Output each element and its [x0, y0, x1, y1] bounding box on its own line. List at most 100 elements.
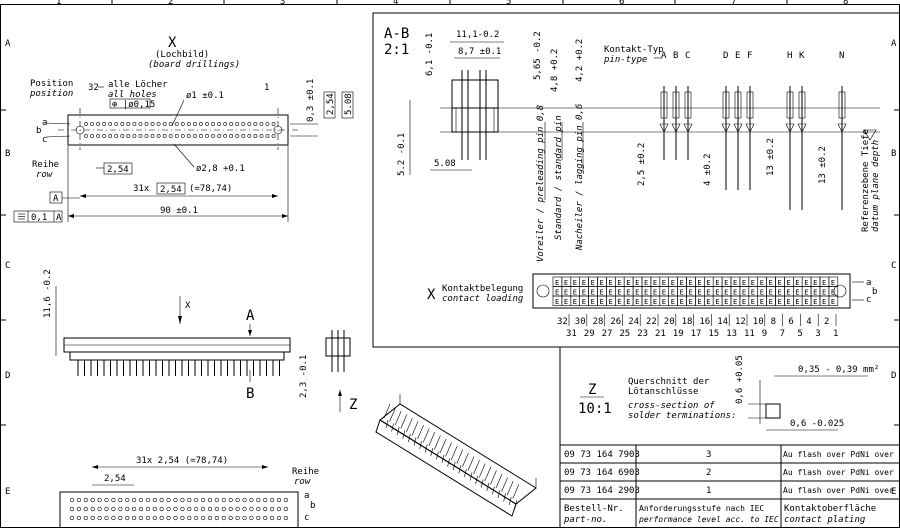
bottom-pin	[97, 515, 102, 521]
header-plating-en: contact plating	[784, 515, 866, 525]
contact-cell-label: E	[715, 298, 719, 306]
iso-pin-foot	[408, 433, 411, 443]
iso-pin-foot	[469, 472, 473, 481]
bottom-pin	[97, 506, 102, 512]
hole-row-a	[211, 122, 215, 126]
contact-cell-label: E	[742, 279, 746, 287]
hole-row-a	[205, 122, 209, 126]
loading-row-b: b	[872, 287, 877, 297]
hole-row-c	[223, 134, 228, 138]
contact-cell-label: E	[689, 298, 693, 306]
contact-number-even: 30	[575, 317, 586, 327]
row-b-label: b	[36, 126, 41, 136]
iso-pin-foot	[447, 458, 450, 467]
bottom-pin	[263, 506, 268, 512]
pin-tip	[659, 123, 669, 133]
iso-pin-foot	[413, 437, 417, 446]
iso-pin	[389, 407, 396, 422]
contact-cell-label: E	[582, 279, 586, 287]
contact-cell-label: E	[600, 289, 604, 297]
cross-section-frame	[559, 346, 900, 446]
row-label: E	[891, 487, 896, 497]
contact-cell-label: E	[591, 279, 595, 287]
hole-row-a	[132, 122, 137, 126]
part-number: 09 73 164 6903	[564, 468, 640, 478]
bottom-pin	[159, 515, 164, 521]
contact-loading-title-en: contact loading	[442, 294, 524, 304]
holes-label-en: all holes	[108, 90, 157, 100]
bottom-pin	[152, 506, 157, 512]
contact-cell-label: E	[680, 298, 684, 306]
bottom-pin	[180, 515, 185, 521]
dim-11-6: 11,6 -0.2	[43, 269, 53, 318]
hole-row-a	[150, 122, 155, 126]
bottom-pin	[276, 515, 282, 521]
hole-row-c	[235, 134, 240, 138]
contact-cell-label: E	[671, 279, 675, 287]
contact-cell-label: E	[689, 289, 693, 297]
contact-number-even: 20	[664, 317, 675, 327]
bottom-pin	[221, 506, 226, 512]
contact-cell-label: E	[831, 279, 835, 287]
bottom-pin	[76, 515, 81, 521]
hole-row-a	[156, 122, 161, 126]
bottom-pin	[166, 506, 171, 512]
row-label: D	[5, 371, 10, 381]
bottom-pin	[90, 506, 95, 512]
cross-dim-0-6: 0,6 +0.05	[735, 355, 745, 404]
iso-pin	[445, 442, 452, 457]
contact-number-odd: 15	[708, 329, 719, 339]
contact-number-even: 6	[788, 317, 793, 327]
contact-number-even: 22	[646, 317, 657, 327]
contact-cell-label: E	[662, 298, 666, 306]
pin-body	[786, 91, 794, 119]
pin-type-label: E	[735, 51, 740, 61]
hole-row-a	[247, 122, 252, 126]
bottom-pin	[270, 515, 275, 521]
contact-cell-label: E	[600, 298, 604, 306]
contact-cell-label: E	[742, 289, 746, 297]
contact-cell-label: E	[653, 289, 657, 297]
part-number: 09 73 164 7903	[564, 450, 640, 460]
bottom-pin	[214, 515, 219, 521]
pin-type-label: H	[787, 51, 792, 61]
position-label-de: Position	[30, 79, 73, 89]
contact-number-even: 24	[628, 317, 639, 327]
hole-row-c	[211, 134, 215, 138]
bottom-pin	[125, 506, 130, 512]
header-level-en: performance level acc. to IEC	[638, 515, 779, 524]
bottom-pin	[228, 497, 233, 503]
row-label: C	[5, 261, 10, 271]
contact-cell-label: E	[644, 289, 648, 297]
bottom-pin	[283, 506, 289, 512]
bottom-pin	[263, 497, 268, 503]
contact-number-odd: 19	[673, 329, 684, 339]
iso-pin	[406, 417, 413, 433]
contact-cell-label: E	[573, 298, 577, 306]
contact-cell-label: E	[564, 289, 568, 297]
iso-pin	[473, 459, 480, 475]
contact-cell-label: E	[653, 298, 657, 306]
bottom-pin	[256, 515, 261, 521]
dim-13-a: 13 ±0.2	[766, 138, 776, 176]
iso-pin	[417, 424, 424, 440]
hole-row-c	[168, 134, 173, 138]
hole-row-c	[90, 134, 94, 138]
side-view-pins	[77, 360, 280, 376]
contact-number-odd: 25	[619, 329, 630, 339]
bottom-pin	[111, 515, 116, 521]
contact-cell-label: E	[724, 289, 728, 297]
hole-row-c	[102, 134, 107, 138]
hole-row-c	[138, 134, 143, 138]
bottom-pin	[270, 506, 275, 512]
bottom-pin	[90, 497, 95, 503]
contact-number-even: 12	[735, 317, 746, 327]
pin-type-label: K	[799, 51, 805, 61]
contact-cell-label: E	[608, 279, 612, 287]
hole-row-c	[192, 134, 197, 138]
flatness-datum: A	[56, 213, 62, 223]
bottom-pin	[145, 515, 150, 521]
bottom-pin	[83, 515, 88, 521]
